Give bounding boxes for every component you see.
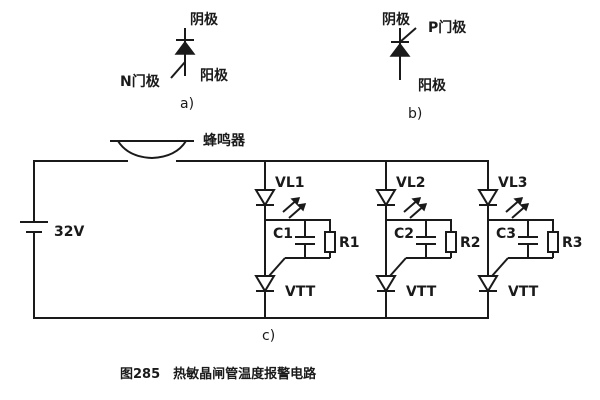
symbol-b-gate-lead [399, 27, 417, 43]
led-arrowhead-icon [296, 203, 307, 212]
symbol-a-caption: a) [180, 96, 194, 112]
buzzer-label: 蜂鸣器 [203, 132, 246, 149]
led-arrowhead-icon [519, 203, 530, 212]
battery-label: 32V [54, 224, 84, 240]
res-label: R2 [460, 235, 481, 251]
symbol-b: 阴极 P门极 阳极 b) [382, 11, 467, 122]
led-arrowhead-icon [290, 197, 301, 206]
scr-gate-lead [268, 257, 286, 277]
led-triangle [254, 189, 276, 207]
led-arrowhead-icon [411, 197, 422, 206]
scr-label: VTT [406, 284, 437, 300]
scr-triangle [375, 275, 397, 293]
led-arrowhead-icon [417, 203, 428, 212]
led-label: VL1 [275, 175, 305, 191]
figure-caption: 图285 热敏晶闸管温度报警电路 [120, 366, 317, 382]
buzzer-body [116, 140, 188, 160]
led-label: VL3 [498, 175, 528, 191]
wire-top-bus [176, 160, 489, 190]
gate-wire-top [265, 219, 331, 232]
wire-buzzer-to-battery [33, 160, 128, 222]
res-label: R3 [562, 235, 583, 251]
symbol-a-gate-lead [170, 61, 186, 79]
resistor-body [547, 231, 559, 253]
gate-wire-top [488, 219, 554, 232]
symbol-a-cathode-label: 阴极 [190, 11, 219, 28]
symbol-a: 阴极 N门极 阳极 a) [120, 11, 229, 112]
res-label: R1 [339, 235, 360, 251]
scr-label: VTT [508, 284, 539, 300]
cap-label: C1 [273, 226, 293, 242]
cap-label: C2 [394, 226, 414, 242]
gate-wire-top [386, 219, 452, 232]
circuit-caption: c) [262, 328, 275, 344]
symbol-b-diode-triangle [389, 42, 411, 57]
symbol-b-cathode-label: 阴极 [382, 11, 411, 28]
scr-triangle [254, 275, 276, 293]
battery: 32V [20, 221, 84, 240]
symbol-a-gate-label: N门极 [120, 73, 161, 90]
led-label: VL2 [396, 175, 426, 191]
led-triangle [375, 189, 397, 207]
symbol-b-anode-label: 阳极 [418, 77, 447, 94]
scr-label: VTT [285, 284, 316, 300]
symbol-b-caption: b) [408, 106, 422, 122]
scr-gate-lead [389, 257, 407, 277]
resistor-body [324, 231, 336, 253]
symbol-a-diode-triangle [174, 40, 196, 55]
wire-bottom-bus [33, 240, 489, 319]
buzzer: 蜂鸣器 [110, 132, 246, 160]
led-triangle [477, 189, 499, 207]
led-arrowhead-icon [513, 197, 524, 206]
resistor-body [445, 231, 457, 253]
scr-gate-lead [491, 257, 509, 277]
cap-label: C3 [496, 226, 516, 242]
symbol-b-gate-label: P门极 [428, 19, 467, 36]
scr-triangle [477, 275, 499, 293]
symbol-a-anode-label: 阳极 [200, 67, 229, 84]
